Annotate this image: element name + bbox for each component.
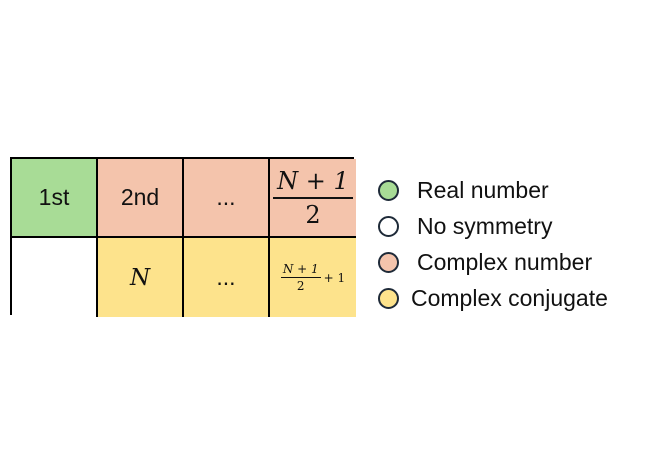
- cell-empty: [12, 238, 98, 317]
- cell-ellipsis-top-label: ...: [216, 184, 236, 210]
- small-fraction: N + 1 2: [280, 262, 321, 293]
- legend-label-real: Real number: [417, 176, 549, 203]
- small-fraction-denominator: 2: [296, 279, 305, 293]
- legend: Real number No symmetry Complex number C…: [378, 172, 608, 316]
- fraction-n-plus-1-over-2: N + 1 2: [273, 167, 353, 229]
- salmon-circle-icon: [378, 251, 399, 273]
- fraction-bar: [273, 196, 353, 199]
- legend-label-no-symmetry: No symmetry: [417, 212, 553, 239]
- plus-one-suffix: + 1: [323, 270, 346, 285]
- cell-n: N: [98, 238, 184, 317]
- cell-ellipsis-bottom-label: ...: [216, 264, 236, 290]
- cell-half-plus-one-plus-one: N + 1 2 + 1: [270, 238, 356, 317]
- symmetry-grid: 1st 2nd ... N + 1 2 N ... N + 1 2 + 1: [10, 157, 356, 317]
- cell-half-plus-one: N + 1 2: [270, 159, 356, 238]
- fraction-denominator: 2: [305, 200, 321, 229]
- legend-label-conjugate: Complex conjugate: [411, 284, 608, 311]
- legend-item-complex: Complex number: [378, 244, 608, 280]
- cell-2nd: 2nd: [98, 159, 184, 238]
- small-fraction-numerator: N + 1: [282, 262, 319, 276]
- legend-item-no-symmetry: No symmetry: [378, 208, 608, 244]
- cell-1st: 1st: [12, 159, 98, 238]
- yellow-circle-icon: [378, 287, 399, 309]
- cell-ellipsis-top: ...: [184, 159, 270, 238]
- cell-2nd-label: 2nd: [120, 184, 160, 210]
- cell-ellipsis-bottom: ...: [184, 238, 270, 317]
- expression-half-plus-one: N + 1 2 + 1: [280, 262, 346, 293]
- legend-item-conjugate: Complex conjugate: [378, 280, 608, 316]
- small-fraction-bar: [280, 277, 321, 278]
- legend-label-complex: Complex number: [417, 248, 593, 275]
- cell-1st-label: 1st: [38, 184, 70, 210]
- fraction-numerator: N + 1: [277, 166, 349, 195]
- green-circle-icon: [378, 179, 399, 201]
- legend-item-real: Real number: [378, 172, 608, 208]
- cell-n-label: N: [129, 264, 151, 291]
- white-circle-icon: [378, 215, 399, 237]
